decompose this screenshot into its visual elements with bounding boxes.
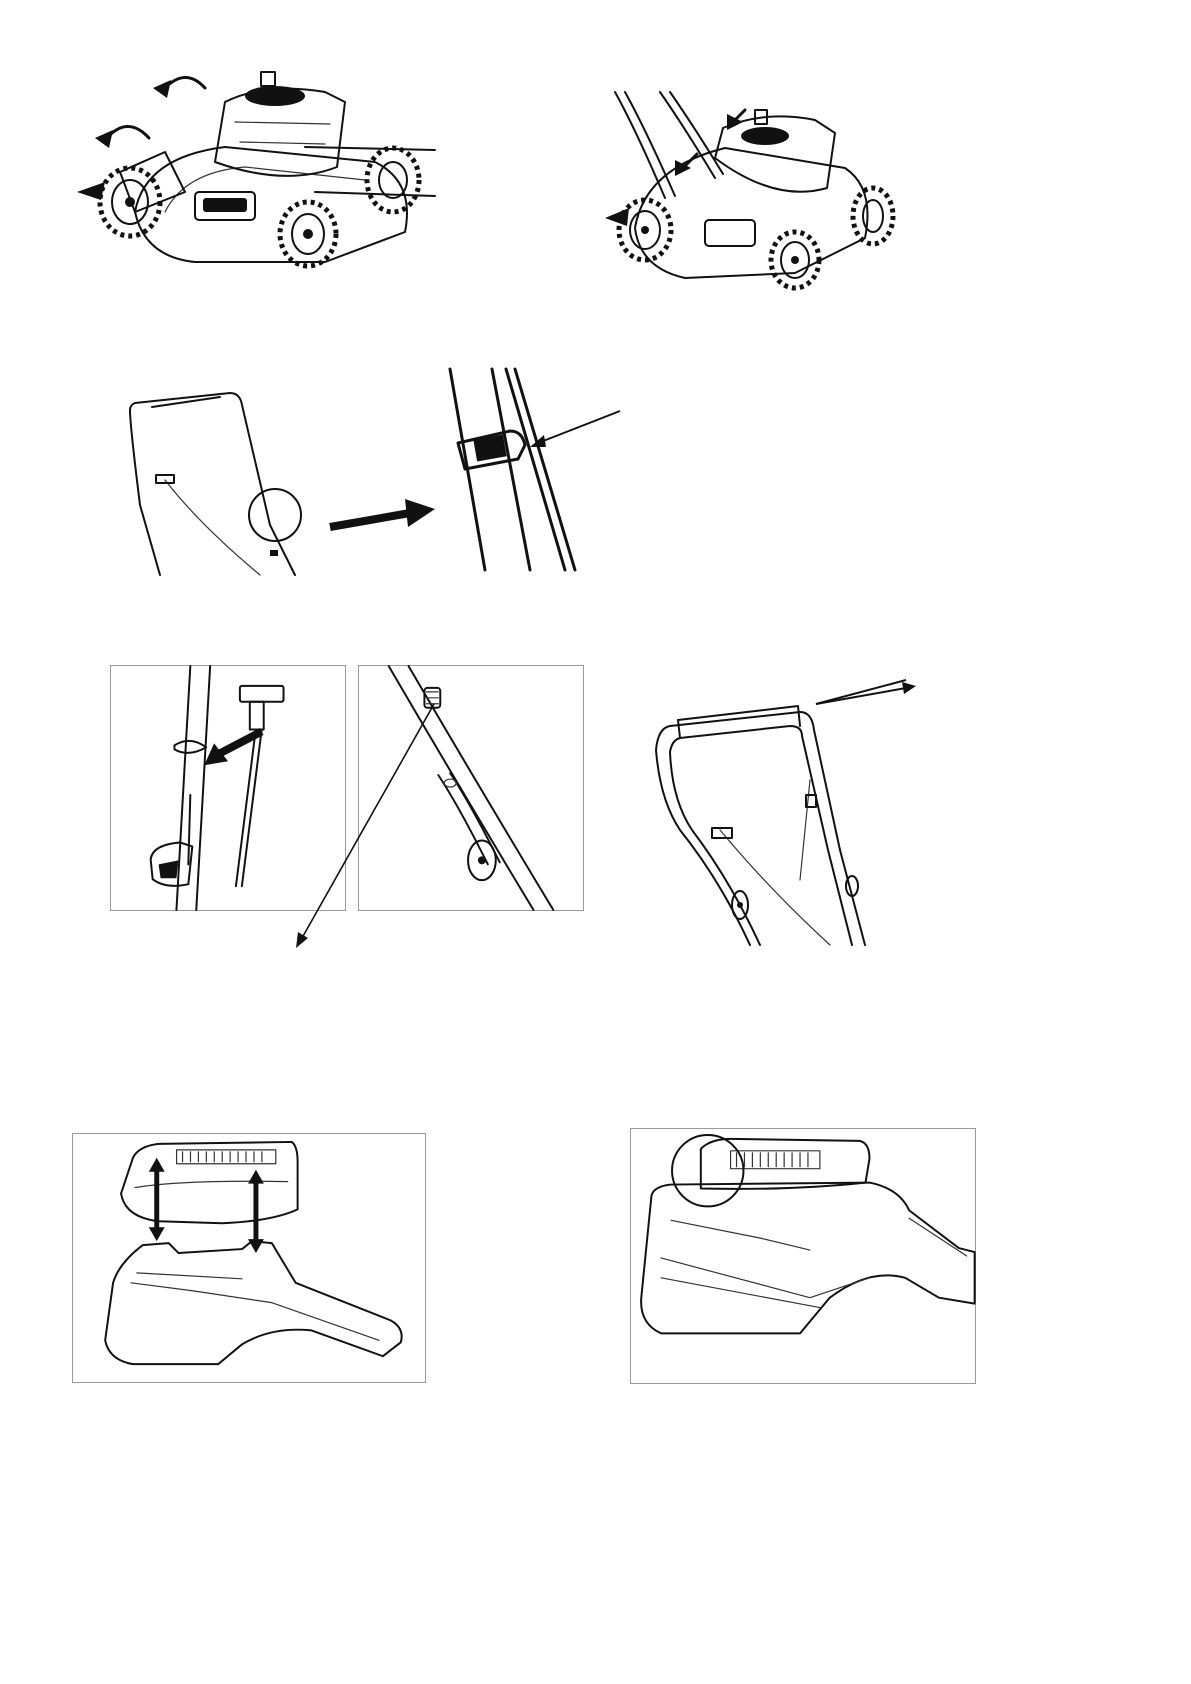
mower-handle-mount-figure [605, 88, 905, 303]
rotate-arrow-icon [153, 77, 205, 98]
rotate-arrow-icon [95, 126, 149, 148]
pointer-arrow-icon [530, 411, 620, 447]
press-arrow-icon [675, 154, 697, 176]
handle-overview [130, 393, 301, 575]
press-arrow-icon [727, 110, 745, 130]
upper-handle-figure [640, 680, 930, 950]
wheel-icon [853, 188, 893, 244]
handle-cable-clip-figure [120, 365, 680, 580]
long-pointer-arrow-icon [290, 700, 440, 950]
highlight-circle [672, 1135, 743, 1206]
grass-bag-attach-figure [72, 1133, 426, 1383]
wheel-icon [367, 148, 419, 212]
mower-flap-rotation-figure [75, 62, 475, 292]
pointer-arrow-icon [816, 680, 916, 704]
cable-clip-detail [450, 369, 575, 570]
wheel-icon [280, 202, 336, 266]
grass-bag-latched-figure [630, 1128, 976, 1384]
wheel-icon [771, 232, 819, 288]
up-down-arrow-icon [149, 1158, 165, 1241]
callout-arrow-icon [330, 499, 435, 527]
